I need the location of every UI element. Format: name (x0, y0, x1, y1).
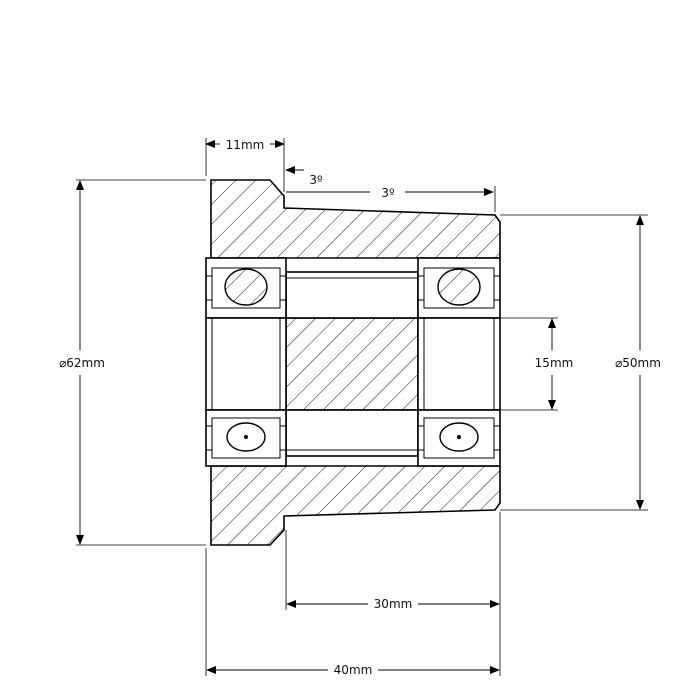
left-bearing (205, 257, 287, 467)
hub-length-label: 30mm (374, 597, 413, 611)
left-bearing-bore (205, 317, 287, 411)
hub-diameter-label: ⌀50mm (615, 356, 661, 370)
overall-length-label: 40mm (334, 663, 373, 677)
housing-upper-wall (210, 179, 501, 259)
right-bearing-upper-ball (437, 268, 481, 306)
housing-lower-wall (210, 465, 501, 546)
extension-lines (76, 138, 648, 676)
taper-angle-right-label: 3º (381, 186, 395, 200)
housing-center-section (285, 317, 419, 411)
dimension-labels: 11mm 3º 3º ⌀62mm ⌀50mm 15mm 30mm 40mm (59, 138, 661, 677)
right-bearing (417, 257, 501, 467)
taper-angle-left-label: 3º (309, 173, 323, 187)
left-bearing-upper-ball (224, 268, 268, 306)
housing-section (210, 179, 501, 546)
outer-diameter-label: ⌀62mm (59, 356, 105, 370)
right-bearing-bore (417, 317, 501, 411)
dimension-lines (76, 140, 644, 674)
flange-width-label: 11mm (226, 138, 265, 152)
bore-diameter-label: 15mm (535, 356, 574, 370)
